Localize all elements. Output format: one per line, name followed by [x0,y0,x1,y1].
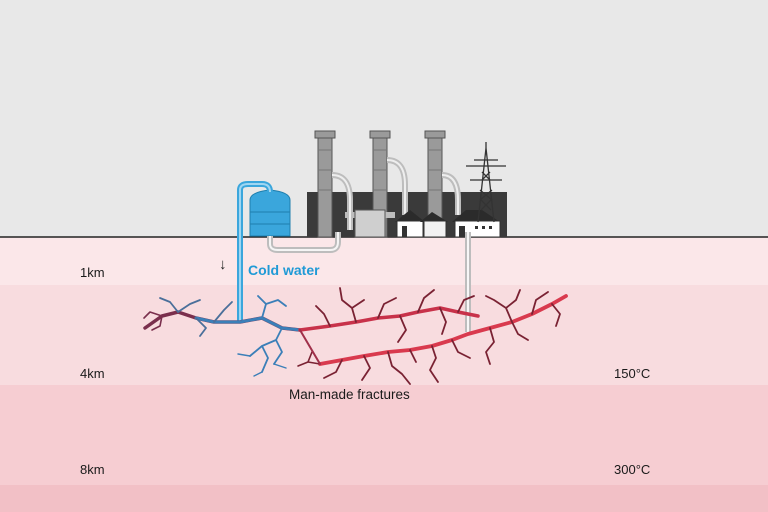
fracture-cold [143,295,302,377]
fracture-hot [297,287,568,385]
down-arrow-icon: ↓ [219,256,227,273]
depth-label-4km: 4km [80,366,105,381]
depth-label-1km: 1km [80,265,105,280]
cold-water-label: Cold water [248,262,320,278]
depth-label-8km: 8km [80,462,105,477]
pylon-icon [466,142,506,223]
layer-4km [0,385,768,485]
layer-surface [0,237,768,285]
layer-8km [0,485,768,512]
layer-1km [0,285,768,385]
temp-label-300: 300°C [614,462,651,477]
water-tank-icon [249,189,291,237]
house-icon [395,210,448,238]
cold-water-pipe [237,181,273,322]
temp-label-150: 150°C [614,366,651,381]
house-icon [452,210,501,238]
fractures-label: Man-made fractures [289,387,410,402]
